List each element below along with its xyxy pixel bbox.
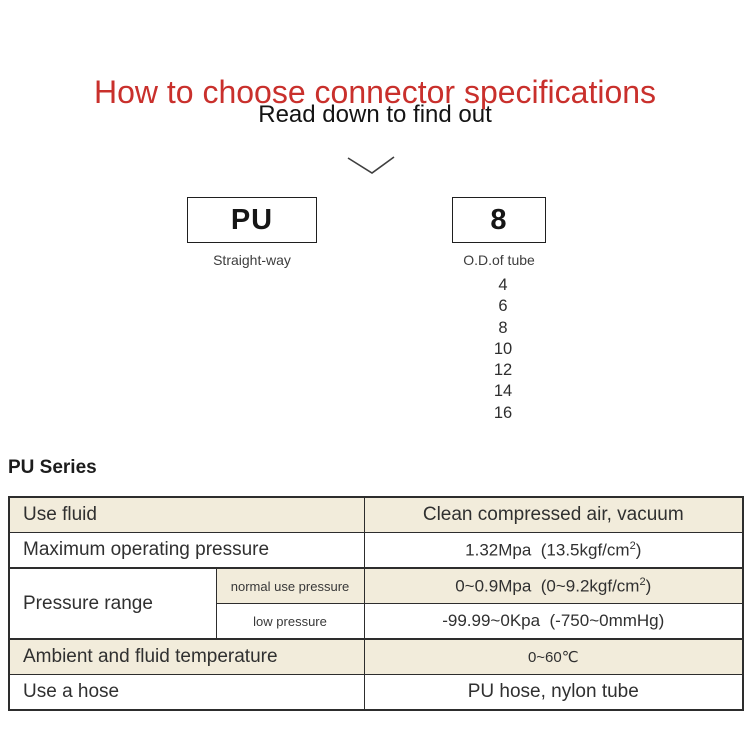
tube-size-list: 4 6 8 10 12 14 16 [449, 275, 557, 424]
tube-size-option: 12 [493, 361, 513, 380]
row-sublabel: low pressure [215, 603, 365, 640]
size-box-label: O.D.of tube [463, 252, 535, 268]
row-value: 0~60℃ [363, 638, 744, 675]
row-value: -99.99~0Kpa (-750~0mmHg) [363, 603, 744, 640]
row-label: Maximum operating pressure [8, 532, 365, 569]
table-row: Pressure range normal use pressure 0~0.9… [8, 567, 744, 640]
table-row: Use fluid Clean compressed air, vacuum [8, 496, 744, 533]
series-box-label: Straight-way [213, 252, 291, 268]
page-title: How to choose connector specifications [93, 74, 657, 111]
table-row: Maximum operating pressure 1.32Mpa (13.5… [8, 532, 744, 569]
series-code: PU [230, 203, 274, 236]
page-subtitle: Read down to find out [258, 101, 492, 128]
table-row: low pressure -99.99~0Kpa (-750~0mmHg) [9, 603, 744, 640]
tube-size-option: 6 [498, 297, 508, 316]
row-value: Clean compressed air, vacuum [363, 496, 744, 533]
row-sublabel: normal use pressure [215, 567, 365, 604]
row-label: Use fluid [8, 496, 365, 533]
row-label: Pressure range [8, 567, 217, 640]
size-code-box: 8 [452, 197, 546, 243]
series-heading: PU Series [8, 457, 97, 478]
row-value: 0~0.9Mpa (0~9.2kgf/cm2) [363, 567, 744, 604]
chevron-down-icon [347, 156, 395, 174]
tube-size-option: 16 [493, 403, 513, 422]
tube-size-option: 10 [493, 339, 513, 358]
row-label: Use a hose [8, 674, 365, 711]
table-row: Use a hose PU hose, nylon tube [8, 674, 744, 711]
size-code: 8 [490, 203, 508, 236]
row-value: PU hose, nylon tube [363, 674, 744, 711]
spec-table: Use fluid Clean compressed air, vacuum M… [8, 496, 745, 711]
series-code-box: PU [187, 197, 317, 243]
tube-size-option: 14 [493, 382, 513, 401]
tube-size-option: 8 [498, 318, 508, 337]
row-label: Ambient and fluid temperature [8, 638, 365, 675]
table-row: Ambient and fluid temperature 0~60℃ [8, 638, 744, 675]
tube-size-option: 4 [498, 276, 508, 294]
row-value: 1.32Mpa (13.5kgf/cm2) [363, 532, 744, 569]
